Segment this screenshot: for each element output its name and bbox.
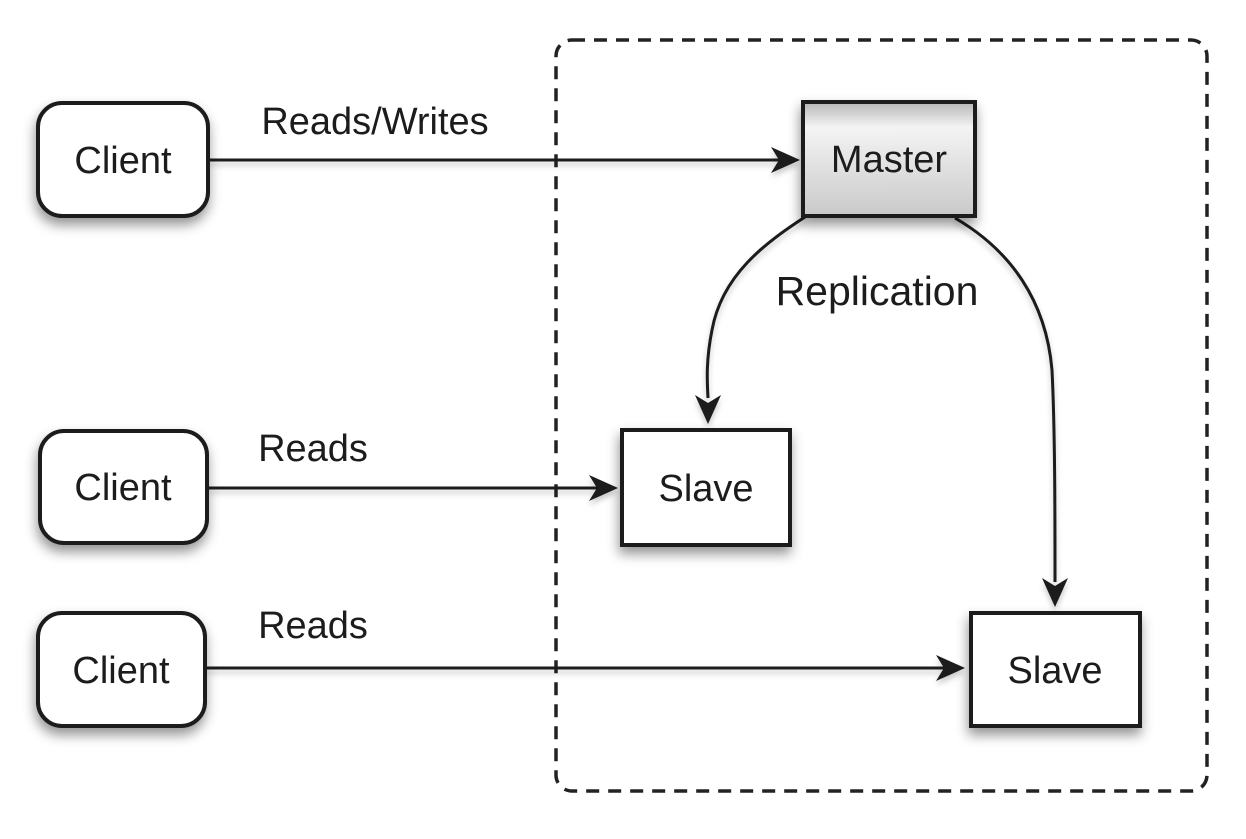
- slave-box-1: [620, 428, 792, 547]
- slave-label-2: Slave: [1007, 650, 1102, 692]
- arrow-client1-to-master: [210, 147, 800, 173]
- arrow-client2-to-slave1: [209, 475, 618, 501]
- slave-label-1: Slave: [658, 468, 753, 510]
- nodes-layer: Client Client Client Master Slave Slave: [36, 100, 1142, 728]
- reads1-arrowhead-icon: [589, 475, 618, 501]
- client-box-1: [36, 101, 210, 218]
- reads-label-2: Reads: [258, 605, 368, 647]
- server-cluster-boundary: [554, 38, 1209, 793]
- replication-left-curve: [705, 215, 806, 399]
- reads-label-1: Reads: [258, 428, 368, 470]
- client-box-2: [38, 429, 209, 545]
- client-label-2: Client: [74, 467, 172, 509]
- master-box: [801, 100, 977, 218]
- replication-left-arrowhead-icon: [695, 395, 721, 424]
- slave-node-2: Slave: [969, 611, 1142, 728]
- arrow-client3-to-slave2: [207, 655, 965, 681]
- client-node-2: Client: [38, 429, 209, 545]
- slave-node-1: Slave: [620, 428, 792, 547]
- slave-box-2: [969, 611, 1142, 728]
- edge-labels-layer: Reads/Writes Reads Reads Replication: [258, 101, 978, 647]
- replication-label: Replication: [776, 268, 979, 314]
- client-label-1: Client: [74, 140, 172, 182]
- replication-right-curve: [954, 216, 1057, 583]
- reads-writes-label: Reads/Writes: [261, 101, 488, 143]
- arrow-master-to-slave1: [695, 215, 806, 424]
- edges-layer: [207, 147, 1068, 681]
- reads-writes-arrowhead-icon: [771, 147, 800, 173]
- master-node: Master: [801, 100, 977, 218]
- master-label: Master: [831, 139, 947, 181]
- replication-right-arrowhead-icon: [1042, 578, 1068, 607]
- client-node-1: Client: [36, 101, 210, 218]
- client-box-3: [36, 611, 207, 728]
- arrow-master-to-slave2: [954, 216, 1068, 607]
- reads2-arrowhead-icon: [936, 655, 965, 681]
- client-label-3: Client: [72, 650, 170, 692]
- client-node-3: Client: [36, 611, 207, 728]
